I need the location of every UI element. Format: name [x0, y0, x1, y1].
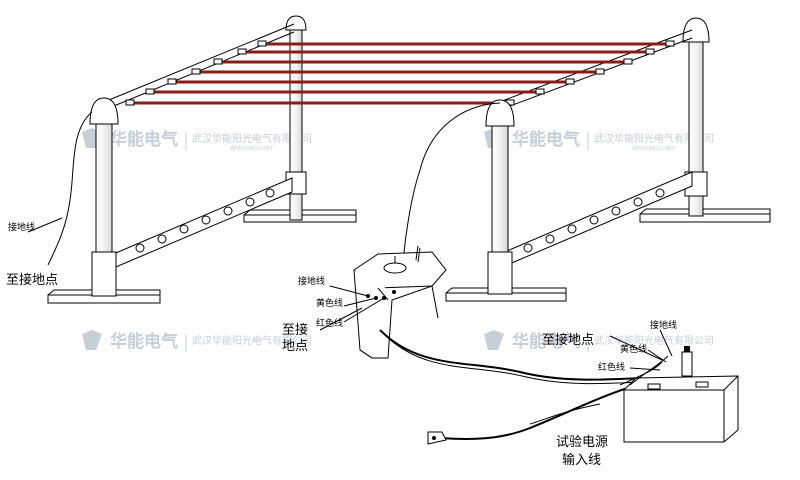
svg-text:华能电气: 华能电气: [110, 331, 178, 352]
watermark-url: WHDUANGLI.NET: [230, 146, 274, 152]
label-red-wire-right: 红色线: [598, 361, 625, 373]
crossbar-right: [499, 171, 693, 269]
label-yellow-wire-mid: 黄色线: [316, 297, 343, 309]
label-ground-wire-right: 接地线: [650, 319, 677, 331]
watermark-logo: 华能电气 武汉华能阳光电气有限公司 WHDUANGLI.NET 华能电气 武汉华…: [82, 128, 714, 352]
label-ground-wire-left: 接地线: [8, 221, 35, 233]
label-ground-wire-mid: 接地线: [298, 275, 325, 287]
svg-text:华能电气: 华能电气: [512, 129, 580, 150]
label-to-ground-right: 至接地点: [542, 332, 594, 348]
crossbar-left: [103, 177, 293, 273]
svg-text:华能电气: 华能电气: [512, 331, 580, 352]
conductors: [130, 42, 670, 105]
label-to-ground-mid-2: 地点: [282, 339, 308, 354]
power-cable: [439, 383, 641, 440]
ground-wire-left: [47, 111, 93, 266]
svg-text:武汉华能阳光电气有限公司: 武汉华能阳光电气有限公司: [594, 132, 714, 145]
connection-cable: [379, 329, 641, 381]
svg-text:WHDUANGLI.NET: WHDUANGLI.NET: [632, 146, 676, 152]
label-to-ground-left: 至接地点: [6, 272, 58, 288]
pole-front-left: [89, 97, 119, 297]
label-red-wire-mid: 红色线: [316, 317, 343, 329]
conductor-clamps: [125, 40, 675, 106]
pole-front-right: [485, 99, 515, 295]
beam-left: [103, 23, 295, 111]
label-power-input-1: 试验电源: [556, 434, 608, 450]
svg-text:武汉华能阳光电气有限公司: 武汉华能阳光电气有限公司: [594, 334, 714, 347]
label-to-ground-mid-1: 至接: [282, 322, 308, 338]
pole-back-left: [285, 15, 307, 221]
power-plug: [427, 431, 447, 445]
label-power-input-2: 输入线: [562, 452, 601, 468]
svg-text:武汉华能阳光电气有限公司: 武汉华能阳光电气有限公司: [192, 334, 312, 347]
test-transformer: [353, 245, 447, 359]
watermark-company: 武汉华能阳光电气有限公司: [192, 132, 312, 145]
control-box: [623, 346, 739, 443]
label-yellow-wire-right: 黄色线: [620, 343, 647, 355]
hv-lead: [402, 102, 501, 263]
watermark-brand: 华能电气: [110, 129, 178, 150]
